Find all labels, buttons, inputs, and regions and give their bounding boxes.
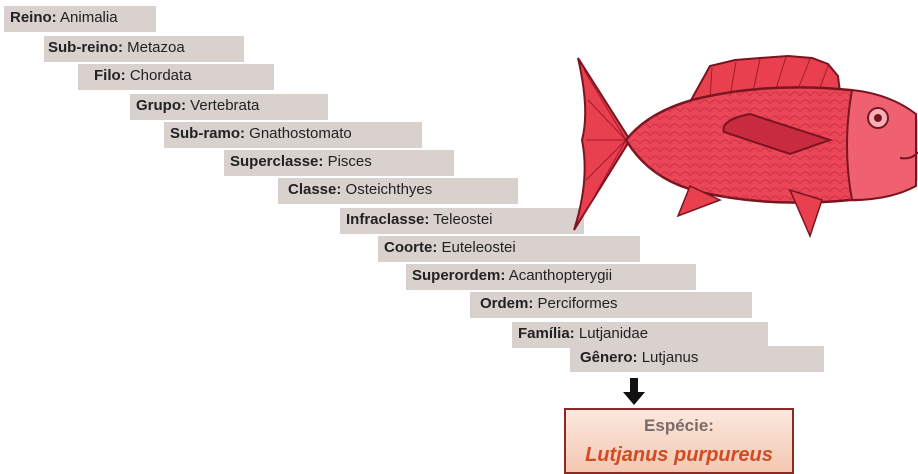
species-label: Espécie: [566, 416, 792, 436]
taxon-rank: Família: [518, 325, 575, 342]
taxon-rank: Coorte: [384, 239, 437, 256]
taxon-value: Euteleostei [442, 239, 516, 256]
taxon-rank: Classe: [288, 181, 341, 198]
taxon-value: Gnathostomato [249, 125, 352, 142]
taxon-rank: Reino: [10, 9, 57, 26]
taxon-step-9: Superordem: Acanthopterygii [406, 264, 696, 290]
taxon-step-2: Filo: Chordata [78, 64, 274, 90]
taxon-step-3: Grupo: Vertebrata [130, 94, 328, 120]
taxon-value: Osteichthyes [346, 181, 433, 198]
taxon-value: Metazoa [127, 39, 185, 56]
taxon-rank: Ordem: [480, 295, 533, 312]
taxon-value: Teleostei [433, 211, 492, 228]
red-snapper-fish-illustration [560, 40, 918, 240]
taxon-value: Vertebrata [190, 97, 259, 114]
taxon-rank: Filo: [94, 67, 126, 84]
taxon-step-12: Gênero: Lutjanus [570, 346, 824, 372]
taxon-rank: Superordem: [412, 267, 505, 284]
taxon-rank: Gênero: [580, 349, 638, 366]
taxon-rank: Sub-ramo: [170, 125, 245, 142]
taxon-step-0: Reino: Animalia [4, 6, 156, 32]
taxon-rank: Sub-reino: [48, 39, 123, 56]
taxon-value: Chordata [130, 67, 192, 84]
taxon-step-10: Ordem: Perciformes [470, 292, 752, 318]
taxon-value: Pisces [328, 153, 372, 170]
taxon-step-7: Infraclasse: Teleostei [340, 208, 584, 234]
taxon-rank: Infraclasse: [346, 211, 429, 228]
species-name: Lutjanus purpureus [566, 444, 792, 467]
taxon-rank: Superclasse: [230, 153, 323, 170]
taxon-step-11: Família: Lutjanidae [512, 322, 768, 348]
fish-head [847, 90, 916, 200]
taxon-rank: Grupo: [136, 97, 186, 114]
taxon-step-5: Superclasse: Pisces [224, 150, 454, 176]
species-box: Espécie: Lutjanus purpureus [564, 408, 794, 474]
taxon-value: Lutjanidae [579, 325, 648, 342]
taxon-value: Acanthopterygii [509, 267, 612, 284]
taxon-step-1: Sub-reino: Metazoa [44, 36, 244, 62]
down-arrow-icon [622, 378, 646, 406]
taxon-value: Perciformes [538, 295, 618, 312]
taxon-step-4: Sub-ramo: Gnathostomato [164, 122, 422, 148]
taxon-step-6: Classe: Osteichthyes [278, 178, 518, 204]
taxon-value: Animalia [60, 9, 118, 26]
taxon-value: Lutjanus [642, 349, 699, 366]
